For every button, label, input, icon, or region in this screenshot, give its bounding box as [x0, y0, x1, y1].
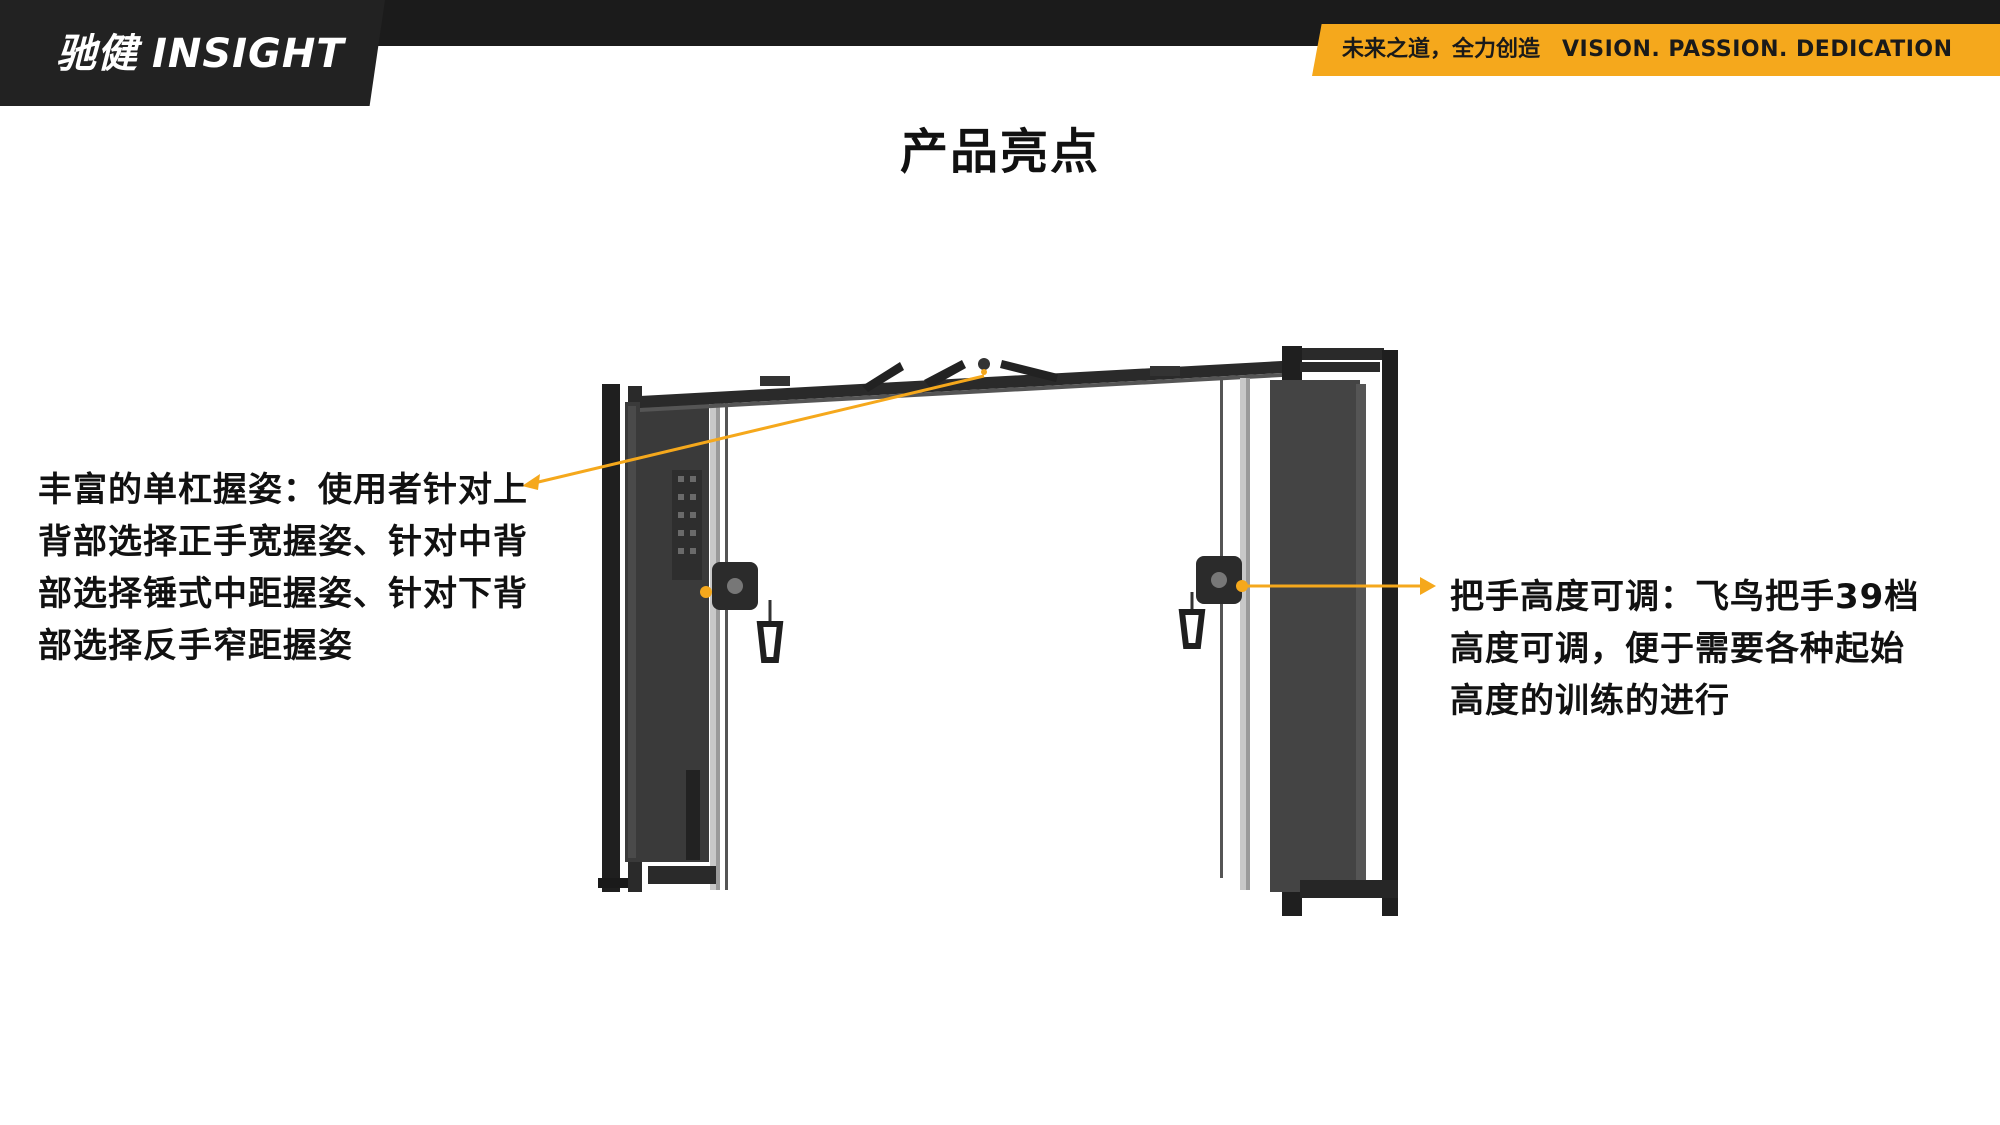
slogan: 未来之道，全力创造 VISION. PASSION. DEDICATION [1342, 24, 1953, 76]
logo-panel: 驰健 INSIGHT [0, 0, 385, 106]
brand-name-cn: 驰健 [56, 31, 138, 77]
brand-logo: 驰健 INSIGHT [56, 26, 345, 82]
callout-handle-height: 把手高度可调：飞鸟把手39档高度可调，便于需要各种起始高度的训练的进行 [1450, 577, 1920, 721]
top-bar-chinning [640, 348, 1384, 412]
right-tower [1178, 346, 1398, 916]
page-title: 产品亮点 [899, 124, 1100, 180]
slogan-cn: 未来之道，全力创造 [1342, 37, 1541, 62]
slogan-bar: 未来之道，全力创造 VISION. PASSION. DEDICATION [1312, 24, 2000, 76]
right-callout-arrow [1244, 577, 1436, 595]
brand-name-en: INSIGHT [152, 31, 345, 77]
left-callout-arrow [522, 374, 985, 490]
slogan-en: VISION. PASSION. DEDICATION [1562, 37, 1953, 62]
callout-grip-options: 丰富的单杠握姿：使用者针对上背部选择正手宽握姿、针对中背部选择锤式中距握姿、针对… [38, 470, 528, 666]
left-tower [598, 384, 784, 892]
